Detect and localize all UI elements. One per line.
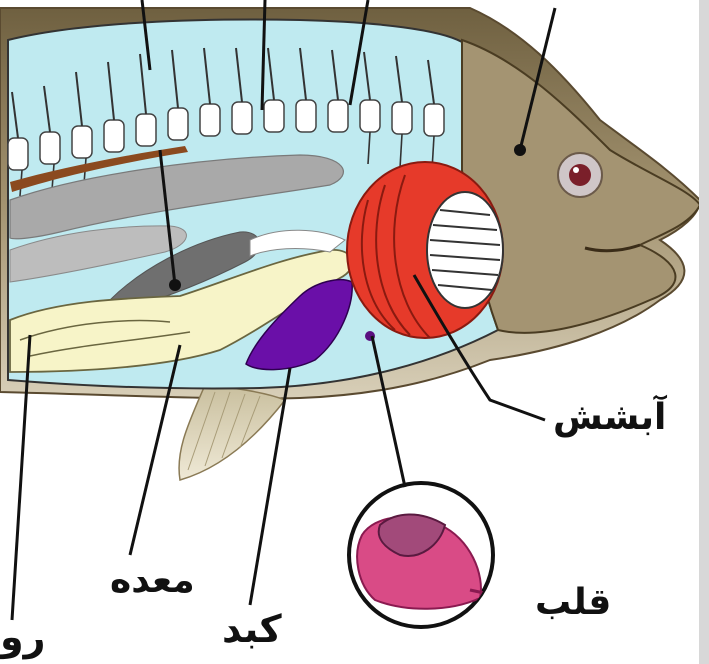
label-liver: کبد (222, 610, 282, 648)
label-intestine: رو (0, 618, 46, 656)
label-heart: قلب (535, 585, 611, 621)
pelvic-fin (179, 385, 285, 480)
leader-dot-head (514, 144, 526, 156)
label-stomach: معده (110, 563, 195, 599)
eye-pupil (569, 164, 591, 186)
label-gills: آبشش (553, 400, 666, 436)
heart-detail (349, 483, 530, 627)
leader-dot-gonad (169, 279, 181, 291)
eye-highlight (573, 167, 579, 173)
frame-edge (699, 0, 709, 664)
gills (347, 162, 503, 338)
